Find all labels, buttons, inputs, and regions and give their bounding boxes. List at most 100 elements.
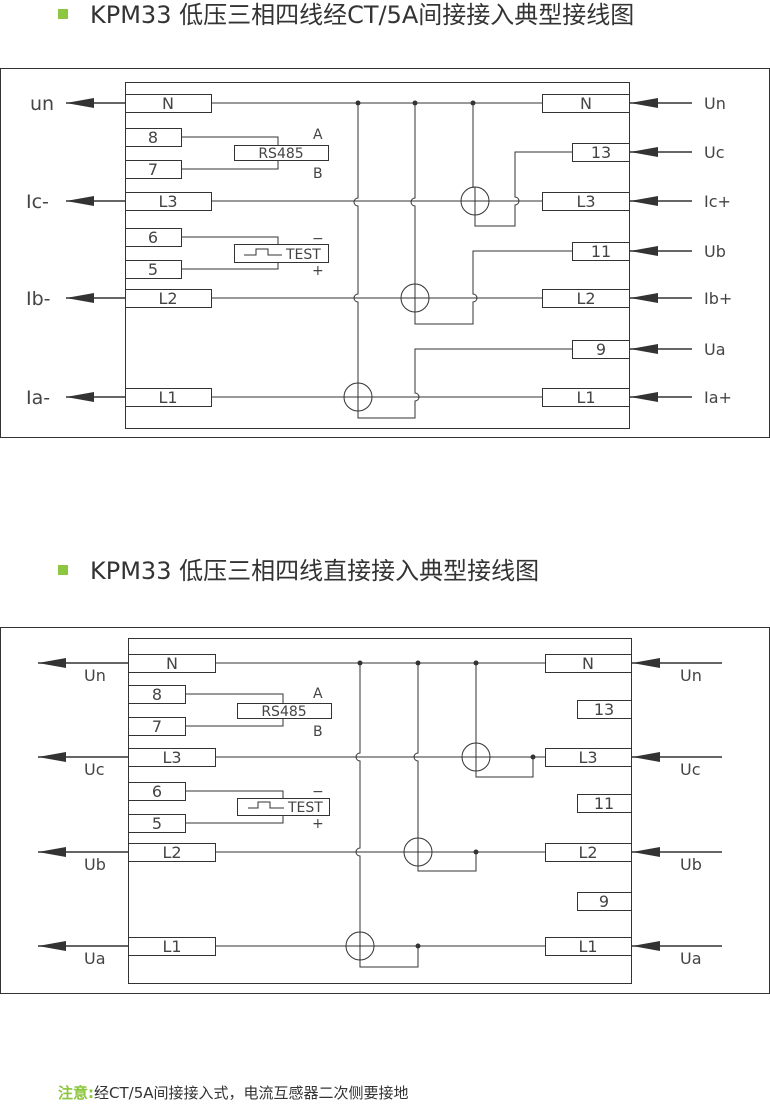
terminal-label: N [580,94,592,113]
pulse-icon [248,801,284,809]
meter-body [128,638,632,984]
terminal-label: L1 [578,937,597,956]
meter-body [125,82,630,429]
terminal-label: L1 [158,388,177,407]
terminal-label: 8 [152,685,162,704]
test-plus-label: + [312,263,324,279]
terminal-l3-right [545,748,632,767]
out-b-label: Ub [84,855,106,874]
terminal-11 [572,242,630,261]
terminal-label: L1 [576,388,595,407]
terminal-label: L2 [576,289,595,308]
terminal-label: 5 [152,814,162,833]
in-ua-label: Ua [704,340,726,359]
rs485-a-label: A [313,127,323,143]
uc-wire [474,151,572,227]
pulse-icon [244,248,282,256]
terminal-label: N [582,654,594,673]
rs485-b-label: B [313,166,323,182]
in-ic-label: Ic+ [704,192,731,211]
rs485-label: RS485 [258,146,303,162]
ua-wire [357,348,572,419]
terminal-13 [577,700,632,719]
test-wires [185,790,284,824]
note-label: 注意: [58,1084,94,1102]
ct-diagram-title: KPM33 低压三相四线经CT/5A间接接入典型接线图 [90,1,635,29]
test-label: TEST [287,800,323,816]
out-b-label: Ib- [26,288,51,310]
terminal-n-right [542,94,630,113]
junction-dot [412,100,418,106]
junction-dot [355,100,361,106]
terminal-label: L3 [158,192,177,211]
rs485-box [234,145,329,161]
terminal-l2-right [545,843,632,862]
terminal-label: 7 [148,160,158,179]
test-label: TEST [285,247,321,263]
out-n-label: Un [84,666,106,685]
terminal-label: 13 [591,143,611,162]
green-bullet-icon [58,565,68,575]
terminal-label: 13 [594,700,614,719]
junction-dot [415,660,421,666]
junction-dot [530,754,536,760]
terminal-9 [572,340,630,359]
junction-dot [473,660,479,666]
out-c-label: Ic- [26,191,49,213]
ct-b-cross [404,838,432,866]
ct-a-cross [344,383,372,411]
terminal-label: N [162,94,174,113]
green-bullet-icon [58,9,68,19]
bus-a-vertical [355,663,361,932]
rs485-box [237,703,332,719]
junction-dot [473,849,479,855]
terminal-label: L2 [578,843,597,862]
diagram-frame [0,627,770,994]
in-b-label: Ub [680,855,702,874]
terminal-label: 11 [591,242,611,261]
terminal-label: 5 [148,260,158,279]
rs485-b-label: B [313,724,323,740]
note-text: 经CT/5A间接接入式，电流互感器二次侧要接地 [94,1084,409,1102]
terminal-label: L3 [162,748,181,767]
terminal-l1-right [542,388,630,407]
bus-a-vertical [353,103,359,383]
terminal-label: 8 [148,128,158,147]
terminal-label: 6 [152,782,162,801]
test-minus-label: − [312,231,324,247]
ub-wire [414,250,572,325]
out-c-label: Uc [84,760,105,779]
direct-wiring-diagram: N 8 7 L3 6 5 L2 L1 N 13 L3 11 L2 9 L1 RS… [0,627,770,994]
ct-b-cross [401,284,429,312]
grounding-note: 注意:经CT/5A间接接入式，电流互感器二次侧要接地 [58,1082,409,1103]
test-minus-label: − [312,784,324,800]
bus-b-vertical [410,103,416,288]
in-n-label: Un [680,666,702,685]
terminal-label: 9 [599,892,609,911]
out-a-label: Ua [84,949,106,968]
junction-dot [415,943,421,949]
test-wires [181,236,279,270]
terminal-label: L2 [158,289,177,308]
test-plus-label: + [312,816,324,832]
ct-c-cross [462,743,490,771]
in-a-label: Ua [680,949,702,968]
test-box [234,244,329,263]
terminal-label: L1 [162,937,181,956]
terminal-13 [572,143,630,162]
rs485-label: RS485 [261,704,306,720]
ct-wiring-diagram: N 8 7 L3 6 5 L2 L1 N 13 L3 11 L2 9 L1 RS… [0,68,770,438]
in-n-label: Un [704,94,726,113]
terminal-label: 6 [148,228,158,247]
diagram-frame [0,68,770,438]
b-loop-wire [417,852,477,872]
terminal-label: 9 [596,340,606,359]
terminal-11 [577,794,632,813]
in-ia-label: Ia+ [704,388,732,407]
in-uc-label: Uc [704,143,725,162]
terminal-l1-right [545,937,632,956]
bus-b-vertical [413,663,419,838]
terminal-l2-right [542,289,630,308]
ct-a-cross [346,932,374,960]
a-loop-wire [359,946,419,968]
